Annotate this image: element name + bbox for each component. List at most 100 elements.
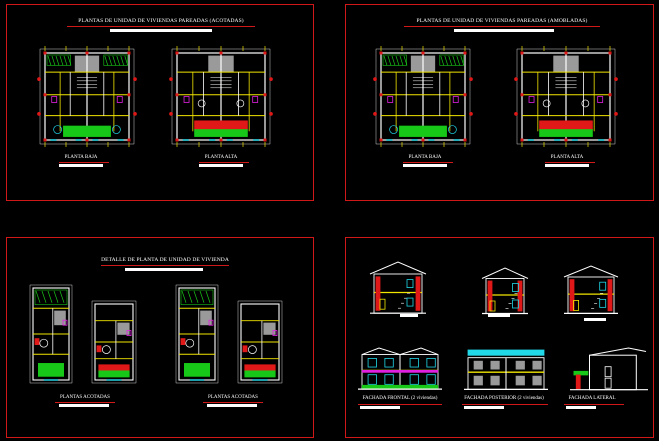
window: [384, 357, 394, 368]
door: [379, 298, 386, 310]
section-mark: [469, 77, 473, 81]
column: [34, 338, 40, 345]
column: [175, 138, 179, 142]
fixture: [528, 96, 535, 103]
window: [512, 283, 519, 292]
facade-wall: [589, 354, 637, 391]
fixture: [597, 96, 604, 103]
section-column: [607, 279, 613, 312]
canopy: [573, 370, 589, 376]
window: [426, 357, 436, 368]
hatch: [116, 55, 121, 66]
column: [520, 51, 524, 55]
sheet-2-plan-baja: [373, 46, 473, 147]
facade-column: [575, 374, 581, 390]
window: [490, 360, 500, 370]
column: [175, 93, 179, 97]
hatch: [399, 55, 404, 66]
column: [43, 51, 47, 55]
column: [242, 345, 248, 353]
sheet-4-label-bar-1: [360, 406, 400, 409]
hatch: [448, 55, 453, 66]
window: [532, 360, 542, 370]
sheet-4-frame: FACHADA FRONTAL (2 viviendas) FACHADA PO…: [345, 237, 654, 438]
tree-icon: [389, 125, 398, 134]
section-column: [569, 279, 575, 312]
sheet-4-fachada-frontal: [358, 347, 442, 390]
gray-block: [117, 322, 130, 335]
sheet-4-label-line-3: [564, 404, 624, 405]
roof-line: [563, 265, 619, 278]
column: [127, 138, 131, 142]
sheet-4-label-frontal: FACHADA FRONTAL (2 viviendas): [362, 396, 438, 401]
hatch: [35, 290, 41, 303]
sheet-3-title-bar: [125, 268, 203, 271]
hatch: [55, 55, 60, 66]
sheet-3-plan-3: [175, 284, 219, 384]
sheet-2-title-underline: [404, 26, 600, 27]
door-swing: [248, 345, 257, 354]
sheet-4-fachada-posterior: [464, 349, 548, 390]
door-swing: [581, 99, 590, 108]
sheet-3-frame: DETALLE DE PLANTA DE UNIDAD DE VIVIENDA …: [6, 237, 314, 438]
hatch: [452, 55, 457, 66]
sheet-2-label-bar-2: [545, 164, 589, 167]
column: [379, 93, 383, 97]
sheet-4-section-bar-2: [488, 314, 510, 317]
gray-block: [54, 310, 66, 326]
section-mark: [469, 112, 473, 116]
fixture: [183, 96, 190, 103]
column: [463, 51, 467, 55]
window: [406, 279, 414, 289]
window: [599, 281, 607, 291]
section-mark: [614, 112, 618, 116]
dimension-frame: [29, 284, 73, 384]
hatch: [205, 290, 211, 303]
column: [219, 138, 223, 142]
sheet-1-plan-baja: [37, 46, 137, 147]
column: [421, 138, 425, 142]
door-swing: [542, 99, 551, 108]
hatch: [63, 55, 68, 66]
column: [421, 51, 425, 55]
sheet-2-label-planta-baja: PLANTA BAJA: [408, 155, 442, 160]
balcony-rail: [361, 369, 439, 373]
gray-block: [263, 322, 276, 335]
sheet-1-label-line-2: [199, 162, 249, 163]
hatch: [67, 55, 72, 66]
red-terrace: [98, 364, 130, 372]
door-swing: [236, 99, 245, 108]
window: [473, 375, 483, 386]
sheet-1-title-underline: [67, 26, 255, 27]
sheet-4-section-3: [563, 265, 619, 315]
sheet-2-frame: PLANTAS DE UNIDAD DE VIVIENDAS PAREADAS …: [345, 4, 654, 201]
sheet-2-plan-alta: [514, 46, 618, 147]
window: [532, 375, 542, 386]
hatch: [47, 55, 52, 66]
window: [512, 299, 519, 309]
column: [180, 338, 186, 345]
sheet-4-section-2: [481, 267, 529, 315]
fixture: [208, 319, 214, 326]
sheet-3-label-bar-2: [207, 404, 257, 407]
sheet-2-label-bar-1: [403, 164, 447, 167]
column: [379, 51, 383, 55]
section-mark: [269, 112, 273, 116]
column: [564, 138, 568, 142]
window: [384, 374, 394, 385]
sheet-3-label-line-1: [55, 402, 115, 403]
section-outline: [373, 273, 423, 314]
fixture: [452, 96, 459, 103]
column: [263, 93, 267, 97]
dimension-frame: [175, 284, 219, 384]
column: [43, 93, 47, 97]
sheet-3-label-bar-1: [59, 404, 109, 407]
sheet-1-plan-alta: [169, 46, 273, 147]
green-area: [34, 289, 68, 306]
green-terrace: [194, 129, 248, 137]
column: [219, 51, 223, 55]
section-mark: [269, 77, 273, 81]
section-mark: [514, 112, 518, 116]
hatch: [108, 55, 113, 66]
column: [379, 138, 383, 142]
